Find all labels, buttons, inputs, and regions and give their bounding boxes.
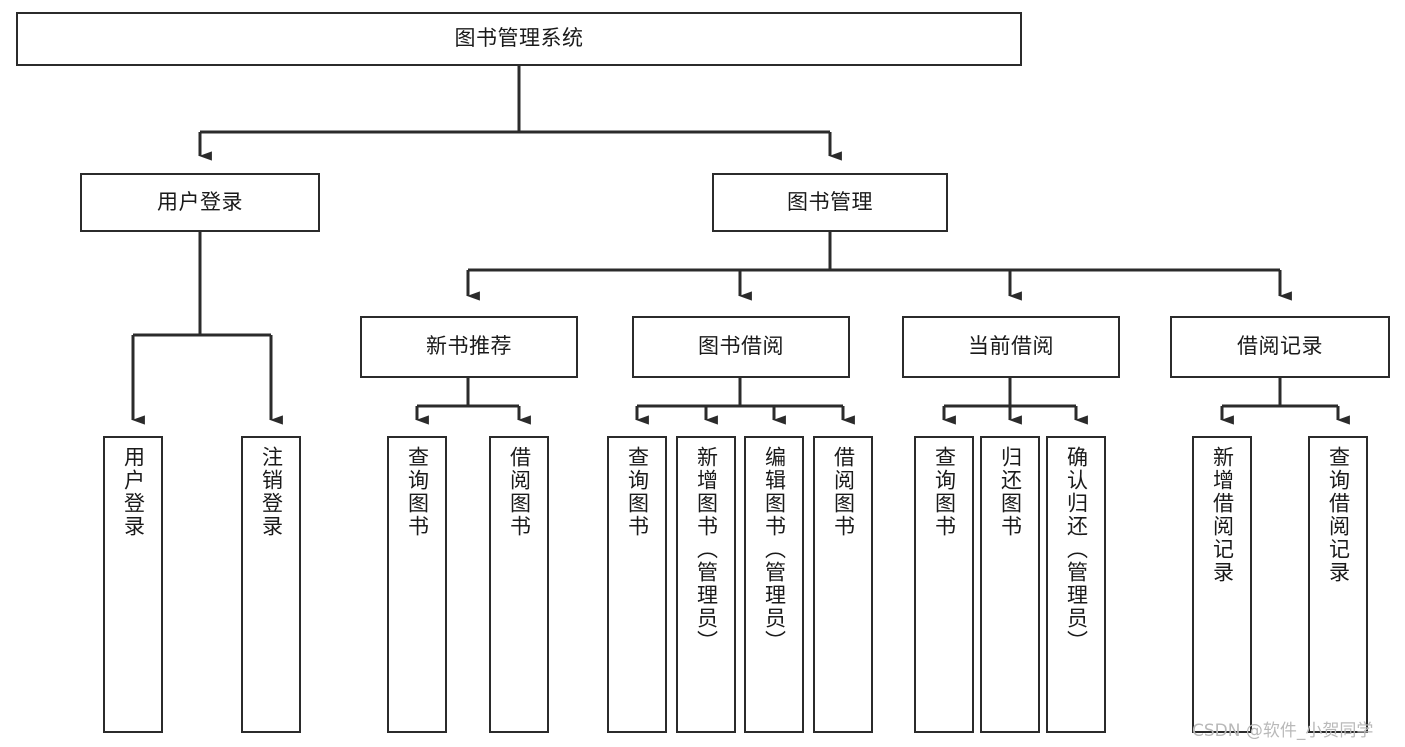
leaf-add-record-label: 新增借阅记录 [1210,446,1235,584]
node-borrow-record-label: 借阅记录 [1237,334,1323,359]
leaf-return-book[interactable]: 归还图书 [980,436,1040,733]
leaf-query-book-2-label: 查询图书 [625,446,650,538]
leaf-query-record[interactable]: 查询借阅记录 [1308,436,1368,733]
node-current-borrow-label: 当前借阅 [968,334,1054,359]
leaf-user-login-label: 用户登录 [121,446,146,538]
node-root[interactable]: 图书管理系统 [16,12,1022,66]
leaf-borrow-book-2[interactable]: 借阅图书 [813,436,873,733]
node-borrow-record[interactable]: 借阅记录 [1170,316,1390,378]
leaf-borrow-book-1-label: 借阅图书 [507,446,532,538]
node-book-manage-label: 图书管理 [787,189,873,214]
leaf-edit-book-label: 编辑图书（管理员） [762,446,787,653]
node-root-label: 图书管理系统 [454,26,584,51]
leaf-add-book-label: 新增图书（管理员） [694,446,719,653]
leaf-query-book-3[interactable]: 查询图书 [914,436,974,733]
leaf-edit-book[interactable]: 编辑图书（管理员） [744,436,804,733]
node-new-book-recommend-label: 新书推荐 [426,334,512,359]
node-current-borrow[interactable]: 当前借阅 [902,316,1120,378]
leaf-confirm-return-label: 确认归还（管理员） [1064,446,1089,653]
leaf-query-book-1[interactable]: 查询图书 [387,436,447,733]
leaf-logout-login-label: 注销登录 [259,446,284,538]
node-user-login[interactable]: 用户登录 [80,173,320,232]
leaf-return-book-label: 归还图书 [998,446,1023,538]
leaf-add-book[interactable]: 新增图书（管理员） [676,436,736,733]
node-book-manage[interactable]: 图书管理 [712,173,948,232]
leaf-add-record[interactable]: 新增借阅记录 [1192,436,1252,733]
leaf-borrow-book-1[interactable]: 借阅图书 [489,436,549,733]
leaf-logout-login[interactable]: 注销登录 [241,436,301,733]
node-new-book-recommend[interactable]: 新书推荐 [360,316,578,378]
leaf-confirm-return[interactable]: 确认归还（管理员） [1046,436,1106,733]
leaf-query-book-3-label: 查询图书 [932,446,957,538]
leaf-borrow-book-2-label: 借阅图书 [831,446,856,538]
leaf-query-book-2[interactable]: 查询图书 [607,436,667,733]
leaf-query-book-1-label: 查询图书 [405,446,430,538]
node-book-borrow[interactable]: 图书借阅 [632,316,850,378]
leaf-user-login[interactable]: 用户登录 [103,436,163,733]
node-book-borrow-label: 图书借阅 [698,334,784,359]
leaf-query-record-label: 查询借阅记录 [1326,446,1351,584]
node-user-login-label: 用户登录 [157,189,243,214]
